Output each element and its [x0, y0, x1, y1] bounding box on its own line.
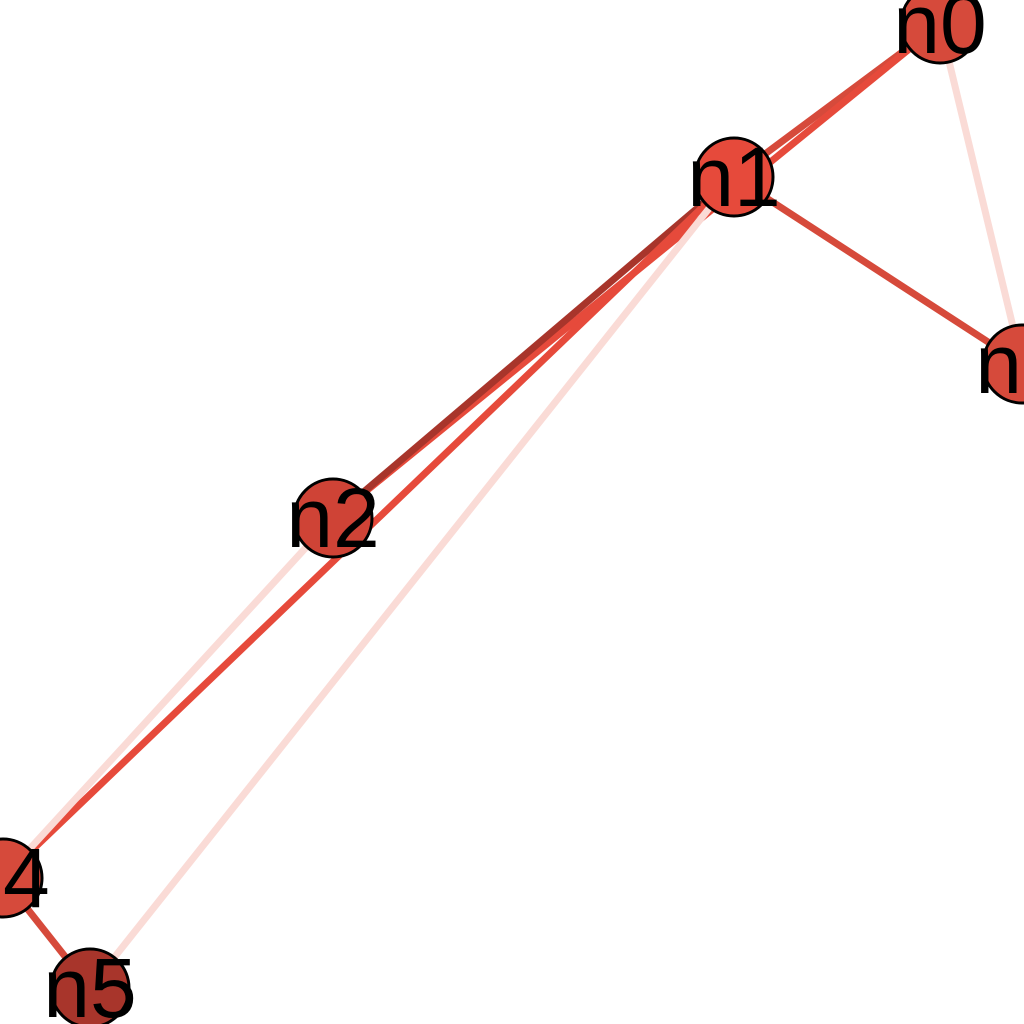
edge-n0-n3: [936, 23, 1024, 365]
node-label-n5: n5: [43, 941, 136, 1024]
node-label-n4: n4: [0, 831, 50, 925]
node-n1: n1: [687, 130, 780, 224]
node-circle-n2: [292, 477, 374, 559]
node-circle-n0: [899, 0, 981, 65]
node-circle-n4: [0, 837, 44, 919]
node-label-n0: n0: [893, 0, 986, 71]
edge-n1-n2: [330, 174, 737, 521]
node-n5: n5: [43, 941, 137, 1024]
node-label-n1: n1: [687, 130, 780, 224]
node-n4: n4: [0, 831, 50, 925]
edge-n2-n4: [0, 515, 336, 881]
node-n3: n3: [975, 317, 1024, 411]
node-label-n3: n3: [975, 317, 1024, 411]
edge-n1-n5: [87, 174, 737, 991]
node-circle-n5: [49, 947, 131, 1024]
edges-layer: [0, 21, 1024, 991]
node-circle-n3: [981, 323, 1024, 405]
node-n2: n2: [286, 471, 379, 565]
node-label-n2: n2: [286, 471, 379, 565]
node-circle-n1: [693, 136, 775, 218]
node-n0: n0: [893, 0, 987, 71]
edge-n1-n3: [732, 174, 1024, 367]
